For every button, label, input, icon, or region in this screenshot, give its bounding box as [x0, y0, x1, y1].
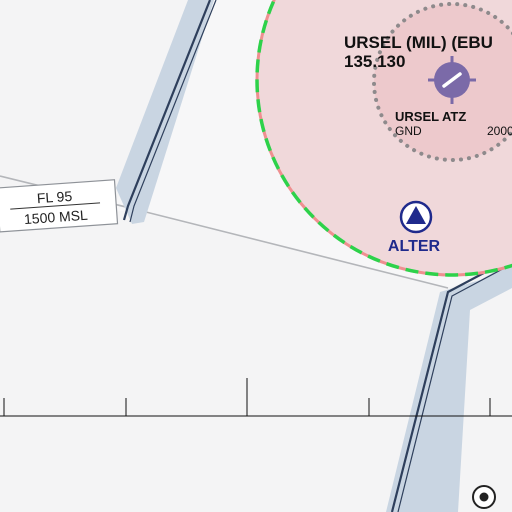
airspace-border-band	[386, 262, 512, 512]
military-airfield-icon[interactable]	[428, 56, 476, 104]
airfield-frequency: 135.130	[344, 52, 405, 71]
airspace-limits-box[interactable]: FL 95 1500 MSL	[0, 179, 119, 233]
airfield-name[interactable]: URSEL (MIL) (EBU	[344, 33, 493, 52]
reporting-point-name: ALTER	[388, 238, 441, 255]
airspace-border-line	[129, 0, 217, 223]
airspace-border-line	[122, 0, 212, 221]
dashed-boundary	[255, 0, 512, 277]
airspace-upper-limit: FL 95	[36, 188, 73, 206]
airspace-lower-limit: 1500 MSL	[24, 207, 89, 227]
atz-name: URSEL ATZ	[395, 109, 466, 124]
vor-triangle-icon[interactable]	[399, 200, 433, 234]
atz-lower-limit: GND	[395, 124, 422, 138]
airspace-boundary-line	[129, 207, 449, 289]
airspace-border-line	[397, 263, 512, 512]
ndb-icon[interactable]	[472, 485, 496, 509]
atz-upper-limit: 2000	[487, 124, 512, 138]
